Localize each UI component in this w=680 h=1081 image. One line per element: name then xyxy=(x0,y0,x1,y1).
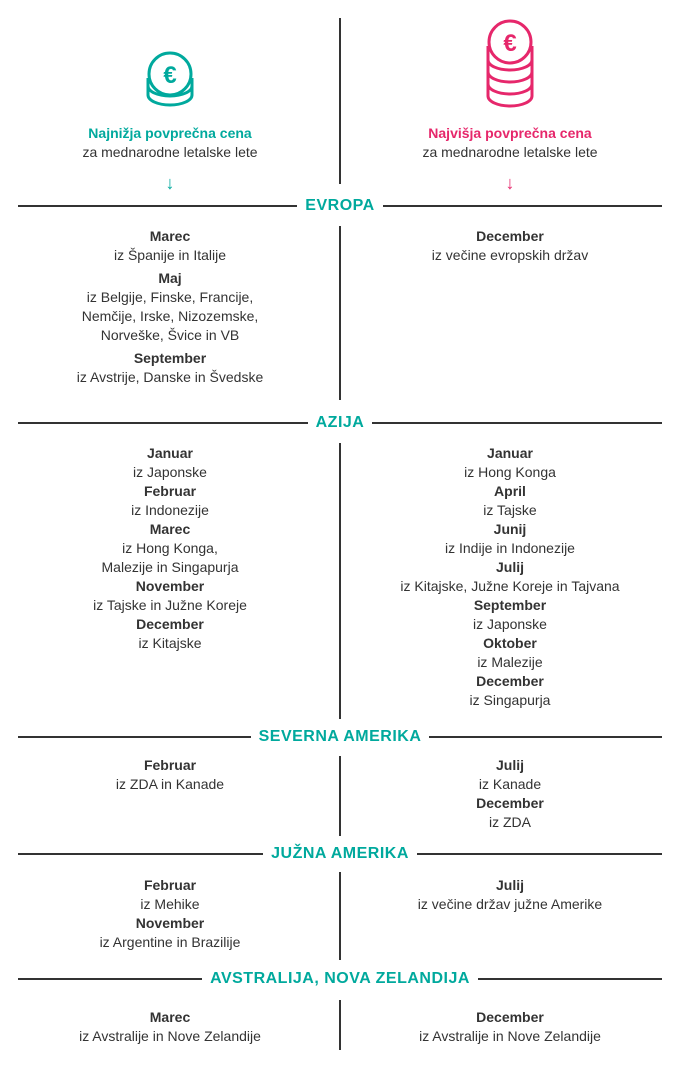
month-label: November xyxy=(135,578,205,594)
arrow-down-icon: ↓ xyxy=(505,173,515,193)
month-label: December xyxy=(476,673,544,689)
azija-right-list: Januar iz Hong Konga April iz Tajske Jun… xyxy=(360,444,660,710)
month-label: Julij xyxy=(495,877,524,893)
juzna-left-list: Februar iz Mehike November iz Argentine … xyxy=(20,876,320,952)
header-left-subtitle: za mednarodne letalske lete xyxy=(82,144,258,160)
svg-text:€: € xyxy=(503,30,516,57)
month-label: December xyxy=(476,795,544,811)
month-label: April xyxy=(494,483,526,499)
country-text: iz Kitajske xyxy=(138,635,202,651)
month-label: September xyxy=(473,597,547,613)
country-text: Norveške, Švice in VB xyxy=(100,327,240,343)
avstralija-right-list: December iz Avstralije in Nove Zelandije xyxy=(360,1008,660,1046)
month-label: Julij xyxy=(495,757,524,773)
section-title-azija: AZIJA xyxy=(0,414,680,432)
month-label: Marec xyxy=(149,521,191,537)
country-text: iz Avstrije, Danske in Švedske xyxy=(76,369,264,385)
severna-left-list: Februar iz ZDA in Kanade xyxy=(20,756,320,794)
country-text: iz Argentine in Brazilije xyxy=(99,934,241,950)
country-text: iz Avstralije in Nove Zelandije xyxy=(79,1028,261,1044)
header-right: Najvišja povprečna cena za mednarodne le… xyxy=(360,124,660,162)
country-text: iz Singapurja xyxy=(469,692,551,708)
country-text: iz Avstralije in Nove Zelandije xyxy=(419,1028,601,1044)
coin-stack-tall-icon: € xyxy=(480,18,540,110)
country-text: iz ZDA in Kanade xyxy=(115,776,225,792)
center-divider-evropa xyxy=(339,226,341,400)
country-text: Malezije in Singapurja xyxy=(101,559,239,575)
country-text: iz Indije in Indonezije xyxy=(445,540,575,556)
country-text: iz Japonske xyxy=(133,464,207,480)
month-label: Maj xyxy=(158,270,182,286)
center-divider-avstralija xyxy=(339,1000,341,1050)
country-text: iz Hong Konga, xyxy=(122,540,218,556)
section-title-juzna-amerika: JUŽNA AMERIKA xyxy=(0,845,680,863)
month-label: Januar xyxy=(487,445,533,461)
month-label: Julij xyxy=(495,559,524,575)
header-left: Najnižja povprečna cena za mednarodne le… xyxy=(20,124,320,162)
svg-text:€: € xyxy=(163,62,176,89)
month-label: Februar xyxy=(143,877,197,893)
month-label: December xyxy=(476,1009,544,1025)
juzna-right-list: Julij iz večine držav južne Amerike xyxy=(360,876,660,914)
month-label: Marec xyxy=(149,228,191,244)
month-label: Junij xyxy=(493,521,527,537)
country-text: iz Tajske in Južne Koreje xyxy=(93,597,247,613)
country-text: iz ZDA xyxy=(489,814,531,830)
country-text: iz Tajske xyxy=(483,502,537,518)
month-label: September xyxy=(133,350,207,366)
country-text: iz večine evropskih držav xyxy=(431,247,589,263)
month-label: Oktober xyxy=(483,635,537,651)
evropa-right-list: December iz večine evropskih držav xyxy=(360,227,660,265)
country-text: iz Indonezije xyxy=(131,502,209,518)
country-text: iz Hong Konga xyxy=(464,464,556,480)
month-label: Marec xyxy=(149,1009,191,1025)
avstralija-left-list: Marec iz Avstralije in Nove Zelandije xyxy=(20,1008,320,1046)
month-label: November xyxy=(135,915,205,931)
center-divider-juzna xyxy=(339,872,341,960)
month-label: December xyxy=(476,228,544,244)
month-label: Januar xyxy=(147,445,193,461)
center-divider-azija xyxy=(339,443,341,719)
country-text: iz večine držav južne Amerike xyxy=(417,896,603,912)
month-label: December xyxy=(136,616,204,632)
severna-right-list: Julij iz Kanade December iz ZDA xyxy=(360,756,660,832)
month-label: Februar xyxy=(143,757,197,773)
header-left-title: Najnižja povprečna cena xyxy=(88,125,252,141)
coin-stack-small-icon: € xyxy=(140,48,200,110)
arrow-down-icon: ↓ xyxy=(165,173,175,193)
center-divider-severna xyxy=(339,756,341,836)
country-text: iz Kanade xyxy=(478,776,542,792)
header-right-subtitle: za mednarodne letalske lete xyxy=(422,144,598,160)
country-text: Nemčije, Irske, Nizozemske, xyxy=(81,308,259,324)
month-label: Februar xyxy=(143,483,197,499)
header-right-title: Najvišja povprečna cena xyxy=(428,125,592,141)
country-text: iz Belgije, Finske, Francije, xyxy=(86,289,254,305)
azija-left-list: Januar iz Japonske Februar iz Indonezije… xyxy=(20,444,320,653)
section-title-avstralija: AVSTRALIJA, NOVA ZELANDIJA xyxy=(0,970,680,988)
country-text: iz Mehike xyxy=(140,896,200,912)
section-title-severna-amerika: SEVERNA AMERIKA xyxy=(0,728,680,746)
section-title-evropa: EVROPA xyxy=(0,197,680,215)
country-text: iz Kitajske, Južne Koreje in Tajvana xyxy=(400,578,620,594)
center-divider-header xyxy=(339,18,341,184)
evropa-left-list: Marec iz Španije in Italije Maj iz Belgi… xyxy=(20,227,320,387)
country-text: iz Španije in Italije xyxy=(113,247,227,263)
country-text: iz Japonske xyxy=(473,616,547,632)
country-text: iz Malezije xyxy=(477,654,543,670)
